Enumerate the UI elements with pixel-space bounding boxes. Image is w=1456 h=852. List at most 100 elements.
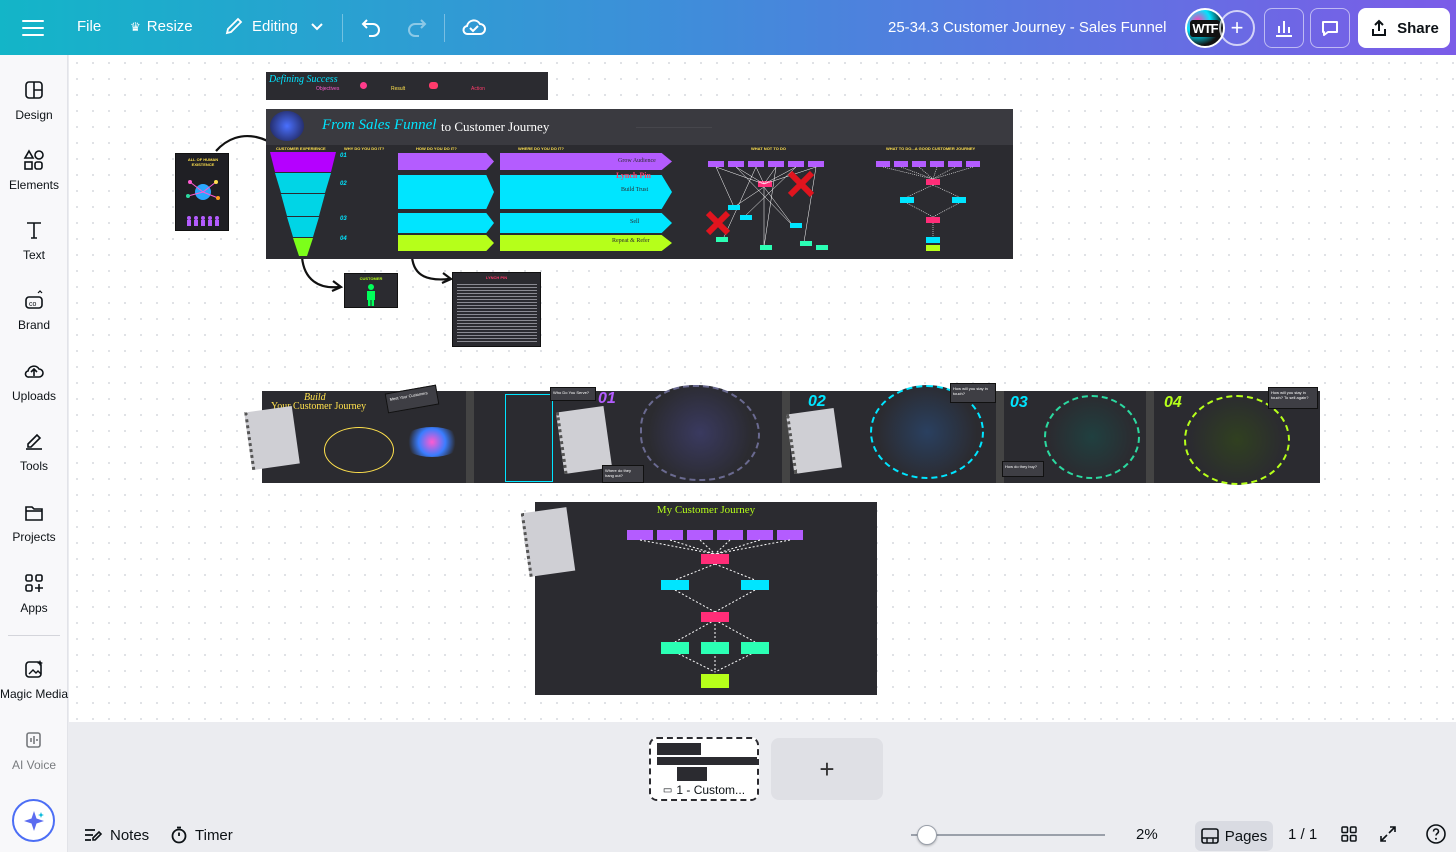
resize-button[interactable]: ♛ Resize [130,18,193,35]
elements-icon [23,149,44,170]
sidebar-item-magic-media[interactable]: Magic Media [0,658,68,701]
uploads-icon [24,365,44,378]
customer-card[interactable]: Customer [344,273,398,308]
zoom-slider-track[interactable] [911,834,1105,836]
expand-icon [1380,826,1396,842]
sidebar-item-design[interactable]: Design [0,79,68,122]
step-number: 02 [340,181,347,187]
defining-success-board[interactable]: Defining Success Objectives Result Actio… [266,72,548,100]
sidebar-item-label: Projects [12,530,56,544]
funnel-title-script: From Sales Funnel [322,117,437,133]
stage-label: Sell [630,219,640,225]
globe-people-graphic [186,180,220,226]
human-existence-card[interactable]: All of Human Existence [175,153,229,231]
page-icon: ▭ [662,784,673,796]
brand-icon: co [25,290,43,309]
lynch-card-text [457,282,537,344]
column-header: What To Do...A Good Customer Journey [886,146,976,151]
customer-profile-panel [505,394,553,482]
undo-button[interactable] [359,15,383,44]
redo-button[interactable] [405,15,429,44]
how-they-buy-tag: How do they buy? [1002,461,1044,477]
avatar[interactable]: WTF [1185,8,1225,48]
how-row-3 [398,213,494,233]
grid-view-button[interactable] [1340,825,1358,843]
apps-icon [25,574,43,592]
build-title: Your Customer Journey [271,401,367,412]
file-menu-button[interactable]: File [77,18,102,35]
action-marker [429,82,438,89]
result-label: Result [391,86,406,92]
avatar-initials: WTF [1190,19,1220,37]
instructions-text: ········································… [636,125,712,129]
sidebar-item-apps[interactable]: Apps [0,572,68,615]
left-sidebar: Design Elements Text co Brand Uploads To… [0,55,68,852]
sidebar-item-label: Apps [20,601,48,615]
notebook-graphic [786,407,842,475]
zoom-percentage[interactable]: 2% [1136,826,1158,843]
customer-avatars-graphic [402,427,462,457]
notebook-graphic [520,507,576,577]
insights-button[interactable] [1264,8,1304,48]
pages-button[interactable]: Pages [1195,821,1273,851]
column-header: How Do You Do It? [416,146,457,151]
human-card-title: All of Human Existence [187,157,219,167]
sidebar-item-text[interactable]: Text [0,219,68,262]
save-status-button[interactable] [461,14,487,45]
invite-plus-button[interactable]: + [1219,10,1255,46]
action-label: Action [471,86,485,92]
help-button[interactable] [1425,823,1447,845]
menu-icon[interactable] [22,17,44,37]
sidebar-item-uploads[interactable]: Uploads [0,360,68,403]
objectives-label: Objectives [316,86,340,92]
sidebar-item-brand[interactable]: co Brand [0,289,68,332]
editing-mode-button[interactable]: Editing [224,16,324,36]
column-header: Why Do You Do It? [344,146,385,151]
pencil-icon [225,17,243,35]
sidebar-item-ai-voice[interactable]: AI Voice [0,729,68,772]
how-row-2 [398,175,494,209]
objectives-marker [360,82,367,89]
add-page-button[interactable]: + [771,738,883,800]
timer-button[interactable]: Timer [170,826,233,844]
thumb-preview [657,743,701,755]
my-journey-board[interactable]: My Customer Journey [520,502,877,695]
sidebar-item-projects[interactable]: Projects [0,501,68,544]
pages-icon [1200,828,1219,844]
notebook-graphic [244,405,300,471]
page-strip: ▭ 1 - Custom... + [69,722,1456,816]
fullscreen-button[interactable] [1379,825,1397,843]
design-canvas[interactable]: Defining Success Objectives Result Actio… [69,55,1456,722]
sales-funnel-board[interactable]: From Sales Funnel to Customer Journey ··… [266,109,1013,259]
comments-button[interactable] [1310,8,1350,48]
notes-label: Notes [110,826,150,844]
page-thumbnail[interactable]: ▭ 1 - Custom... [649,737,759,801]
svg-text:co: co [29,301,37,308]
sidebar-item-label: Tools [19,459,48,473]
timer-label: Timer [195,826,233,844]
page-count[interactable]: 1 / 1 [1288,826,1317,843]
share-button[interactable]: Share [1358,8,1450,48]
sidebar-item-label: Design [15,108,53,122]
zoom-slider-handle[interactable] [916,825,937,845]
sidebar-item-elements[interactable]: Elements [0,149,68,192]
projects-icon [25,506,43,521]
document-title[interactable]: 25-34.3 Customer Journey - Sales Funnel [888,19,1167,36]
sidebar-item-tools[interactable]: Tools [0,430,68,473]
sparkle-icon [23,810,44,831]
comment-icon [1322,21,1338,36]
magic-assistant-button[interactable] [12,799,55,842]
thumb-preview [677,767,707,781]
person-icon [367,284,375,306]
text-icon [27,222,41,239]
step-number-01: 01 [598,390,616,407]
build-journey-banner[interactable]: Build Your Customer Journey Meet Your Cu… [244,383,1320,485]
my-journey-title: My Customer Journey [656,504,756,516]
lynch-pin-card[interactable]: Lynch Pin [452,272,541,347]
divider-post [782,391,790,483]
step-number-02: 02 [808,393,826,410]
divider-post [996,391,1004,483]
tools-icon [26,433,42,450]
magic-media-icon [25,660,43,678]
notes-button[interactable]: Notes [83,826,149,844]
